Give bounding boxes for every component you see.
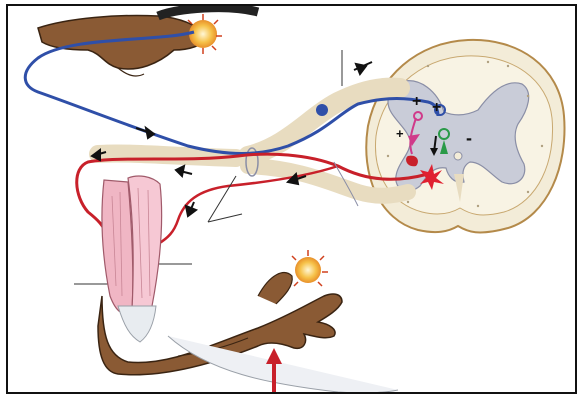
upper-hand [38, 8, 258, 76]
figure-frame: + + - + [6, 4, 577, 394]
arm-muscles [102, 176, 162, 342]
reflex-arc-diagram: + + - + [8, 6, 577, 394]
excitatory-marker-top: + [412, 93, 421, 110]
excitatory-marker-right: + [432, 99, 441, 116]
inhibitory-marker: - [466, 128, 472, 148]
excitatory-marker-left: + [396, 126, 404, 141]
lower-stimulus-burst [292, 250, 328, 286]
